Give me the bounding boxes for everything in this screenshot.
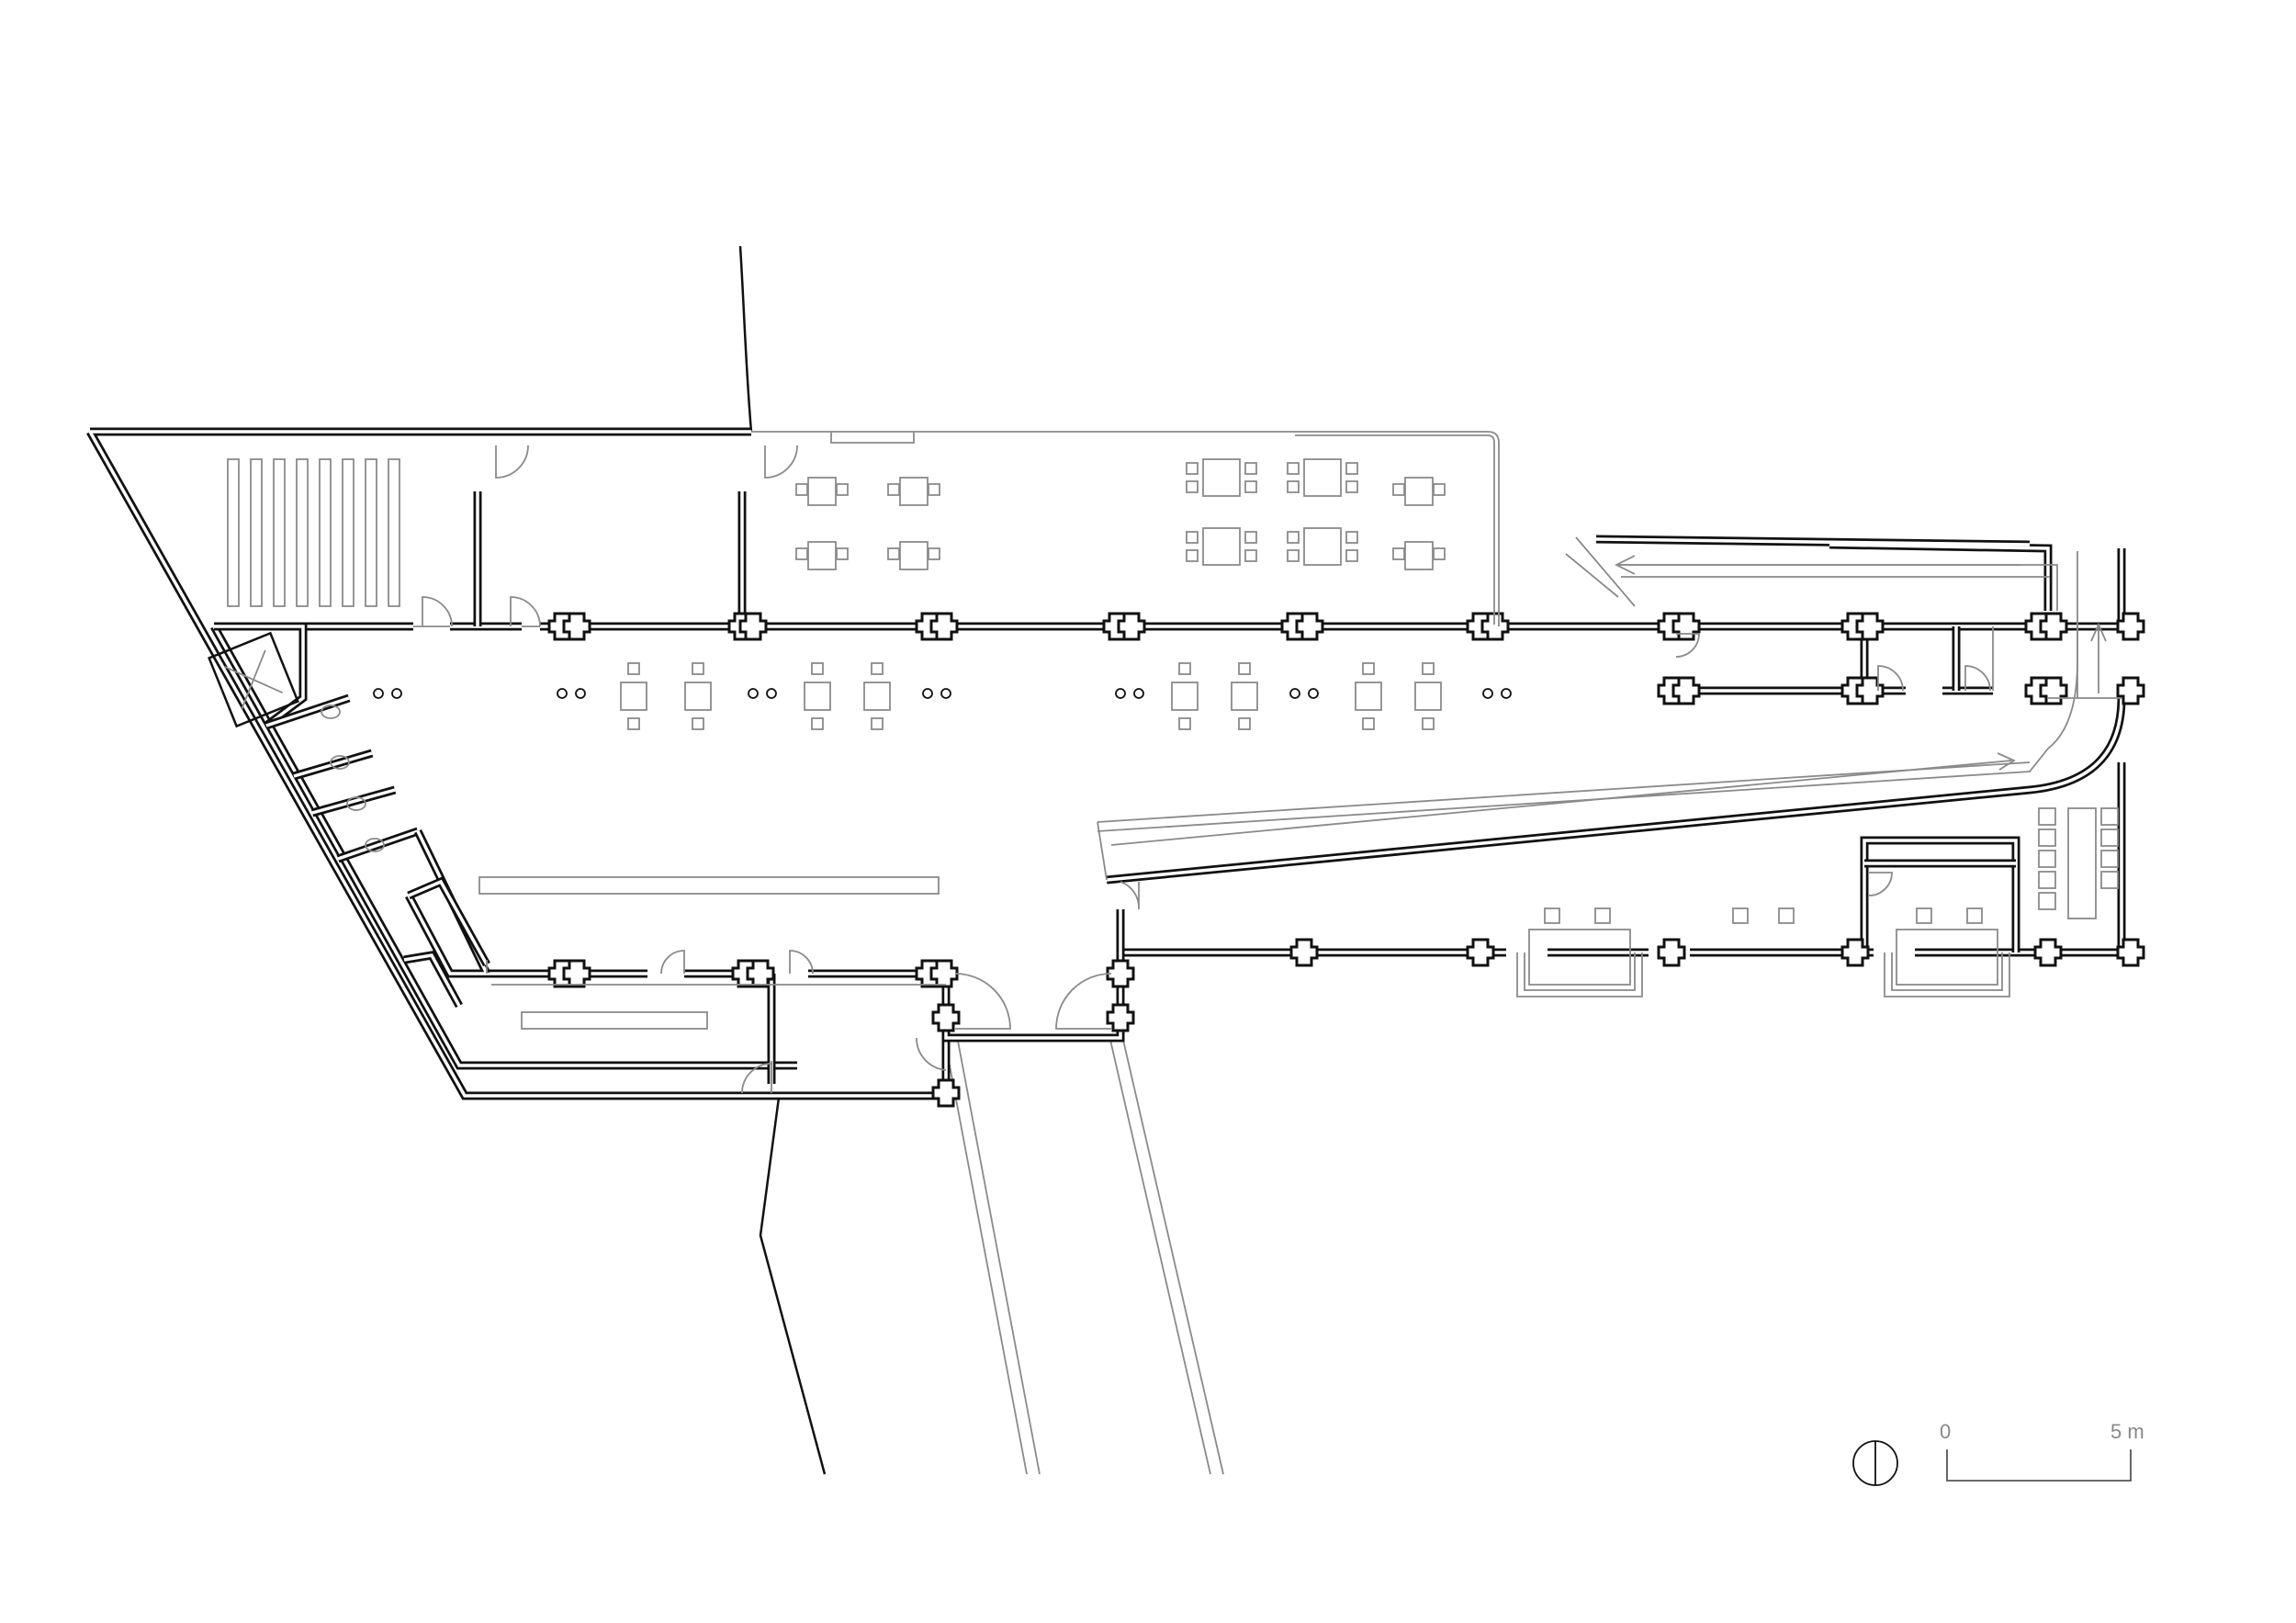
seat	[1594, 907, 1611, 924]
toilet	[321, 704, 341, 719]
table	[804, 662, 831, 730]
table	[1355, 662, 1382, 730]
table	[1186, 458, 1257, 497]
stool-pair	[922, 688, 951, 699]
table	[863, 662, 891, 730]
exterior-walls	[86, 427, 2126, 1100]
scale-end-label: 5 m	[2110, 1420, 2144, 1443]
north-arrow-icon	[1852, 1440, 1898, 1486]
table	[887, 477, 940, 506]
column-cross	[2039, 612, 2068, 641]
column-cross	[1671, 676, 1701, 705]
toilet	[346, 796, 366, 811]
column-cross	[1657, 938, 1686, 967]
column-cross	[2033, 938, 2063, 967]
seat	[1916, 907, 1932, 924]
table	[1287, 458, 1358, 497]
table	[1171, 662, 1199, 730]
seat	[1778, 907, 1795, 924]
toilet	[365, 838, 385, 852]
column-cross	[2116, 612, 2145, 641]
column-crosses	[547, 612, 2145, 1108]
doors	[422, 445, 1991, 1094]
elevator	[208, 631, 299, 728]
seat	[1966, 907, 1983, 924]
table	[1392, 541, 1446, 570]
stool-pair	[1289, 688, 1319, 699]
column-cross	[562, 612, 591, 641]
column-cross	[1671, 612, 1701, 641]
table	[1186, 527, 1257, 566]
seat	[1544, 907, 1560, 924]
column-cross	[1117, 612, 1146, 641]
seat	[1732, 907, 1749, 924]
east-counter	[2038, 807, 2119, 919]
column-cross	[1466, 938, 1495, 967]
table	[620, 662, 647, 730]
table	[795, 541, 849, 570]
column-cross	[562, 959, 591, 988]
scale-start-label: 0	[1940, 1420, 1951, 1443]
scale-bar: 0 5 m	[1940, 1420, 2144, 1482]
column-cross	[2116, 938, 2145, 967]
stool-pair	[1482, 688, 1512, 699]
table	[887, 541, 940, 570]
column-cross	[1106, 959, 1135, 988]
column-cross	[1295, 612, 1324, 641]
column-cross	[1855, 676, 1885, 705]
stool-pair	[373, 688, 402, 699]
column-cross	[1106, 1003, 1135, 1032]
column-cross	[929, 612, 959, 641]
column-cross	[931, 1078, 961, 1108]
stool-pair	[748, 688, 777, 699]
table	[1414, 662, 1442, 730]
site-lines	[738, 245, 1224, 1475]
column-cross	[1840, 938, 1870, 967]
stool-pair	[557, 688, 586, 699]
column-cross	[746, 959, 775, 988]
table	[684, 662, 712, 730]
furniture	[321, 458, 1983, 924]
column-cross	[931, 1003, 961, 1032]
table	[1392, 477, 1446, 506]
benches	[478, 876, 940, 1030]
bay-windows	[1516, 929, 2010, 997]
column-cross	[1480, 612, 1510, 641]
storage-shelves	[227, 458, 400, 607]
column-cross	[2116, 676, 2145, 705]
table	[1231, 662, 1258, 730]
column-cross	[1289, 938, 1319, 967]
stool-pair	[1115, 688, 1144, 699]
column-cross	[738, 612, 768, 641]
ramp-arrows	[1110, 555, 2107, 846]
table	[1287, 527, 1358, 566]
toilet	[330, 755, 350, 770]
column-cross	[1855, 612, 1885, 641]
column-cross	[2039, 676, 2068, 705]
column-cross	[929, 959, 959, 988]
table	[795, 477, 849, 506]
